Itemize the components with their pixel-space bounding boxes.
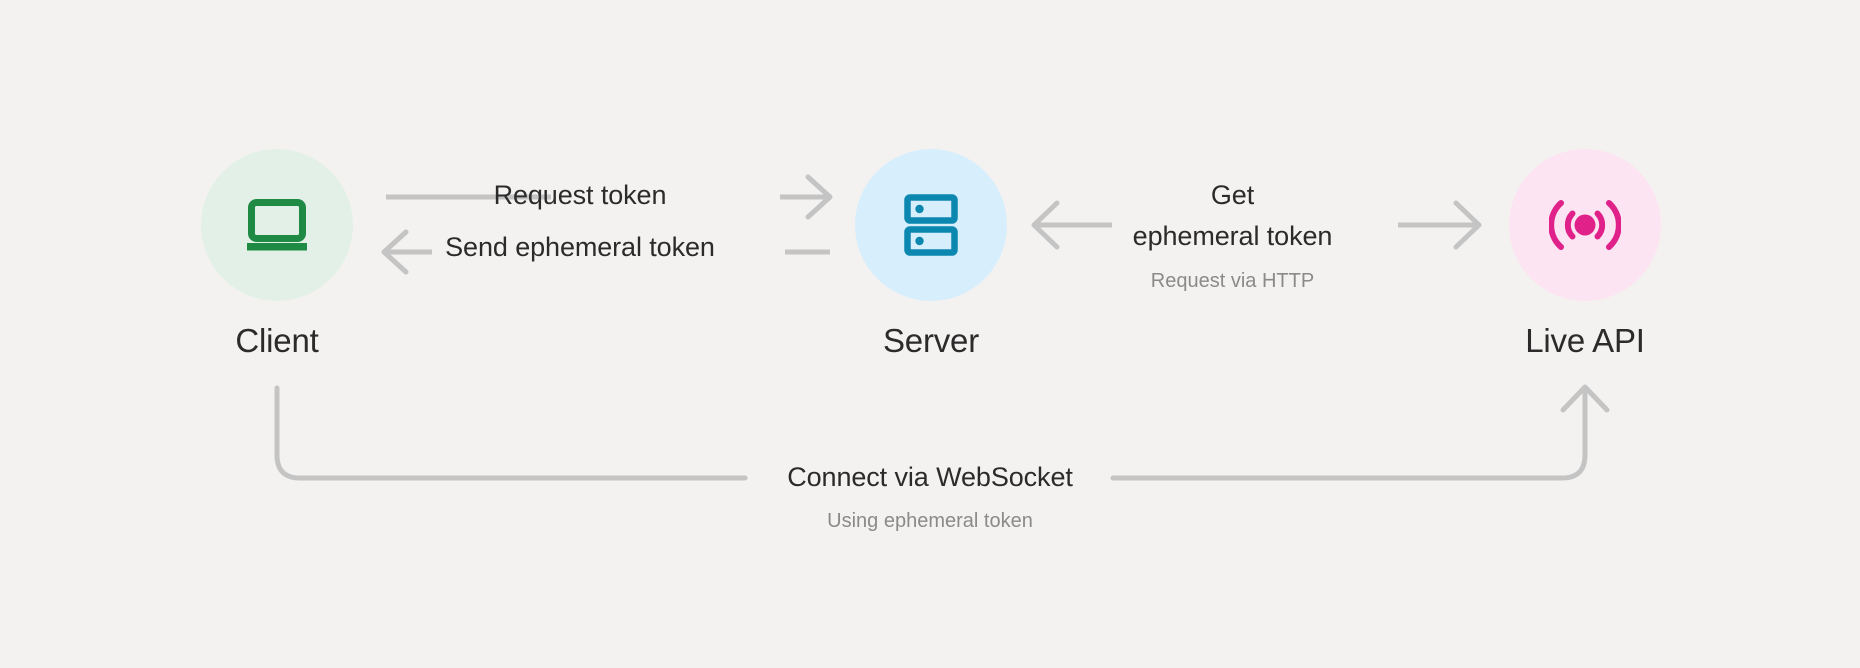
connector-get-token-left xyxy=(1031,200,1112,250)
broadcast-signal-icon xyxy=(1549,200,1621,250)
edge-label-send-ephemeral-token: Send ephemeral token xyxy=(425,227,735,267)
edge-label-connect-websocket: Connect via WebSocket Using ephemeral to… xyxy=(710,457,1150,535)
node-live-api[interactable]: Live API xyxy=(1505,149,1665,361)
liveapi-circle xyxy=(1509,149,1661,301)
connector-connect-websocket xyxy=(274,384,1610,481)
connector-send-ephemeral-token xyxy=(381,229,830,275)
edge-label-connect-websocket-subtext: Using ephemeral token xyxy=(827,510,1033,532)
edge-label-get-token-line1: Get xyxy=(1210,180,1255,210)
client-label: Client xyxy=(235,322,319,359)
connector-request-token xyxy=(386,174,833,220)
connector-get-token-right xyxy=(1398,200,1482,250)
edge-label-get-token-line2: ephemeral token xyxy=(1132,221,1333,251)
edge-label-connect-websocket-text: Connect via WebSocket xyxy=(787,462,1073,492)
edge-label-request-token-text: Request token xyxy=(493,180,667,210)
edge-label-send-ephemeral-token-text: Send ephemeral token xyxy=(445,232,715,262)
node-server[interactable]: Server xyxy=(851,149,1011,361)
edge-label-request-token: Request token xyxy=(460,175,700,215)
server-circle xyxy=(855,149,1007,301)
client-circle xyxy=(201,149,353,301)
laptop-icon xyxy=(247,199,307,251)
edge-label-get-ephemeral-token: Get ephemeral token Request via HTTP xyxy=(1115,175,1350,295)
server-label: Server xyxy=(883,322,979,359)
edge-label-get-token-subtext: Request via HTTP xyxy=(1150,270,1315,292)
live-api-label: Live API xyxy=(1525,322,1645,359)
server-rack-icon xyxy=(904,194,958,256)
node-client[interactable]: Client xyxy=(197,149,357,361)
